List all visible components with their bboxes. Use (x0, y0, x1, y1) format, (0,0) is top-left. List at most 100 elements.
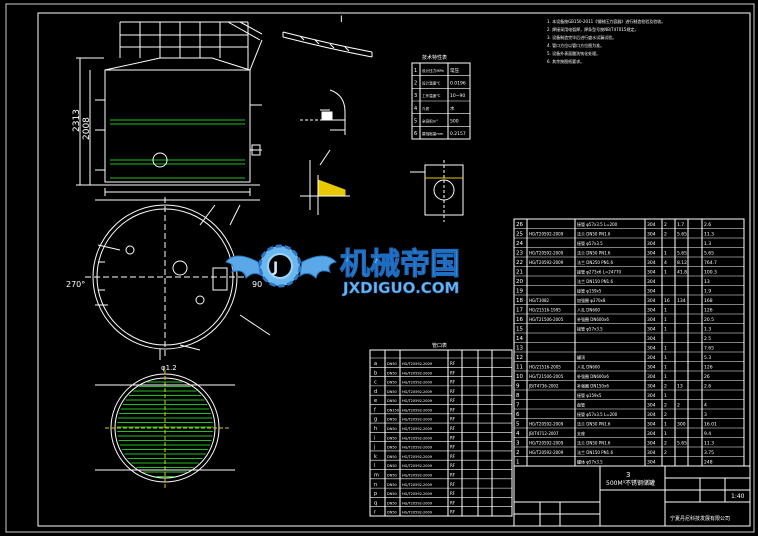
site-watermark: J 机械帝国 JXDIGUO.COM (225, 244, 461, 297)
title-number: 3 (626, 471, 630, 479)
note-line: 6. 其余按图纸要求。 (547, 58, 584, 64)
parts-cell-qty: 1 (664, 346, 667, 352)
nozzle-cell-dn: DN50 (387, 501, 397, 505)
parts-cell-total-weight: 11.3 (704, 232, 714, 238)
parts-cell-name: 接管 φ159x5 (577, 288, 602, 294)
parts-cell-no: 3 (516, 441, 520, 447)
parts-cell-qty: 1 (664, 327, 667, 333)
parts-cell-no: 13 (516, 346, 523, 352)
parts-cell-total-weight: 5.65 (704, 251, 714, 257)
angle-label-90: 90 (252, 280, 262, 289)
spec-cell-no: 2 (414, 81, 417, 87)
nozzle-cell-face: RF (450, 426, 456, 431)
nozzle-cell-standard: HG/T20592-2009 (402, 418, 432, 422)
nozzle-cell-face: RF (450, 463, 456, 468)
nozzle-cell-standard: HG/T20592-2009 (402, 446, 432, 450)
parts-cell-material: 304 (647, 365, 656, 371)
parts-cell-name: 人孔 DN600 (577, 307, 600, 313)
angle-label-270: 270° (66, 280, 85, 289)
nozzle-cell-symbol: p (374, 491, 377, 497)
nozzle-cell-dn: DN50 (387, 492, 397, 496)
parts-cell-name: 接管 φ57x3.5 (577, 326, 603, 332)
note-line: 5. 设备外表面酸洗钝化处理。 (547, 50, 600, 56)
spec-cell-no: 5 (414, 119, 417, 125)
nozzle-table-title: 管口表 (432, 342, 447, 349)
parts-cell-name: 补强圈 DN150x6 (577, 383, 609, 389)
parts-cell-total-weight: 168 (704, 298, 713, 304)
parts-cell-material: 304 (647, 336, 656, 342)
nozzle-cell-symbol: f (374, 407, 376, 413)
parts-cell-qty: 1 (664, 374, 667, 380)
nozzle-cell-dn: DN50 (387, 464, 397, 468)
parts-cell-material: 304 (647, 260, 656, 266)
parts-cell-name: 罐体 φ57x3.5 (577, 459, 603, 465)
nozzle-cell-dn: DN50 (387, 446, 397, 450)
parts-cell-no: 18 (516, 298, 523, 304)
parts-cell-qty: 2 (664, 450, 667, 456)
parts-cell-name: 补强圈 DN600x6 (577, 373, 609, 379)
parts-cell-unit-weight: 5.65 (677, 232, 687, 238)
parts-cell-material: 304 (647, 441, 656, 447)
parts-cell-name: 法兰 DN150 PN1.6 (577, 449, 613, 455)
nozzle-cell-standard: HG/T20592-2009 (402, 464, 432, 468)
parts-cell-name: 法兰 DN50 PN1.6 (577, 440, 611, 446)
parts-cell-no: 26 (516, 222, 523, 228)
nozzle-cell-symbol: l (374, 463, 375, 469)
spec-cell-key: 设计温度℃ (422, 81, 440, 86)
parts-cell-total-weight: 764.7 (704, 260, 717, 266)
parts-cell-no: 15 (516, 327, 523, 333)
nozzle-cell-symbol: r (374, 510, 377, 516)
spec-cell-value: 常压 (450, 67, 459, 74)
parts-cell-std: HG/T20592-2009 (529, 450, 564, 455)
parts-cell-std: HG/T21506-2005 (529, 317, 564, 322)
drawing-scale: 1:40 (731, 493, 745, 500)
parts-cell-qty: 2 (664, 412, 667, 418)
nozzle-cell-standard: HG/T20592-2009 (402, 381, 432, 385)
parts-cell-std: JB/T4712-2007 (528, 431, 559, 436)
parts-cell-total-weight: 1.9 (704, 289, 711, 295)
parts-cell-unit-weight: 1.7 (677, 222, 684, 228)
parts-cell-qty: 2 (664, 384, 667, 390)
nozzle-cell-dn: DN50 (387, 474, 397, 478)
view-label-i: I (340, 15, 343, 25)
parts-cell-name: 罐顶 (577, 354, 585, 360)
parts-cell-material: 304 (647, 355, 656, 361)
parts-cell-no: 9 (516, 384, 520, 390)
parts-cell-name: 接管 φ57x3.5 (577, 240, 603, 246)
nozzle-cell-face: RF (450, 473, 456, 478)
parts-cell-name: 接管 φ159x5 (577, 392, 602, 398)
parts-cell-total-weight: 100.3 (704, 270, 717, 276)
parts-cell-std: HG/T20592-2009 (529, 251, 564, 256)
parts-cell-total-weight: 9.4 (704, 431, 711, 437)
parts-cell-unit-weight: 2 (677, 403, 680, 409)
parts-cell-material: 304 (647, 460, 656, 466)
nozzle-cell-symbol: q (374, 500, 377, 506)
technical-notes: 1. 本设备按GB150-2011《钢制压力容器》进行制造检验及验收。2. 焊接… (547, 18, 665, 64)
nozzle-cell-dn: DN50 (387, 399, 397, 403)
parts-cell-unit-weight: 41.8 (677, 270, 687, 276)
parts-cell-qty: 1 (664, 365, 667, 371)
parts-cell-no: 10 (516, 374, 523, 380)
nozzle-section-detail (410, 160, 464, 222)
parts-cell-std: HG/T21506-2005 (529, 374, 564, 379)
parts-cell-std: JB/T4736-2002 (528, 384, 559, 389)
watermark-en-text: JXDIGUO.COM (342, 279, 459, 297)
nozzle-cell-dn: DN50 (387, 381, 397, 385)
parts-cell-material: 304 (647, 450, 656, 456)
parts-cell-name: 接管 φ57x3.5 L=200 (577, 221, 618, 227)
nozzle-cell-symbol: a (374, 361, 377, 367)
nozzle-cell-symbol: m (374, 473, 379, 479)
nozzle-cell-face: RF (450, 435, 456, 440)
note-line: 3. 设备制造完毕后进行盛水试漏试验。 (547, 34, 616, 40)
parts-cell-unit-weight: 13 (677, 384, 683, 390)
dim-2313: 2313 (72, 109, 82, 132)
parts-cell-total-weight: 5.3 (704, 355, 711, 361)
parts-cell-qty: 1 (664, 251, 667, 257)
parts-cell-qty: 2 (664, 441, 667, 447)
parts-cell-no: 24 (516, 241, 523, 247)
parts-cell-material: 304 (647, 327, 656, 333)
nozzle-cell-symbol: j (373, 445, 375, 451)
